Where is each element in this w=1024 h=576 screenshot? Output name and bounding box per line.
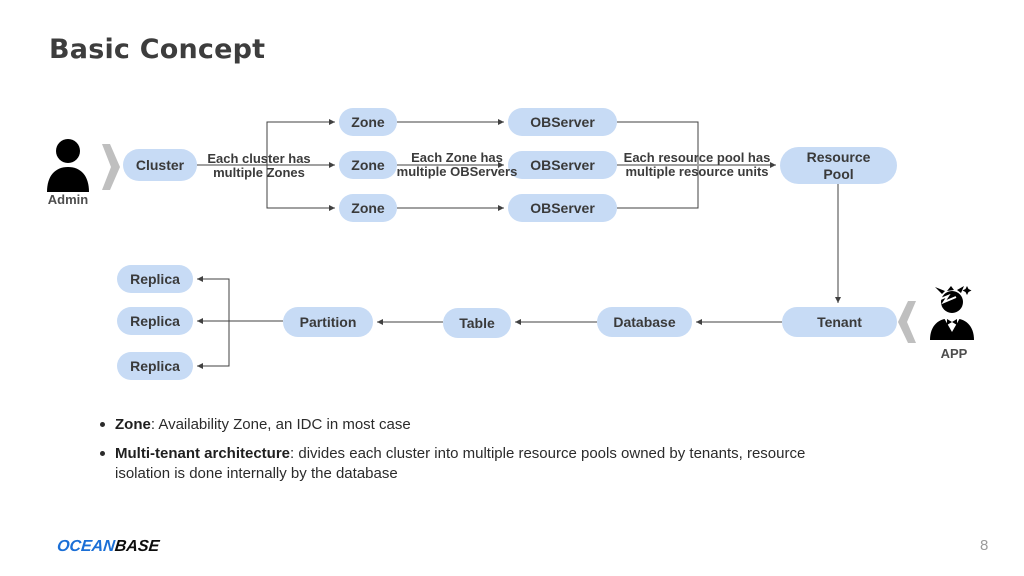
app-label: APP: [940, 346, 968, 361]
node-database: Database: [597, 307, 692, 337]
app-person-icon: [930, 286, 974, 340]
bullet-list: Zone: Availability Zone, an IDC in most …: [100, 415, 840, 493]
node-resource-pool-label: Resource Pool: [806, 148, 871, 182]
bullet-rest: : Availability Zone, an IDC in most case: [150, 416, 411, 433]
node-zone-3: Zone: [339, 194, 397, 222]
bullet-text: Zone: Availability Zone, an IDC in most …: [115, 415, 411, 435]
node-observer-2: OBServer: [508, 151, 617, 179]
edge-label-line: multiple resource units: [625, 164, 769, 179]
node-resource-pool: Resource Pool: [780, 147, 897, 184]
app-arrow-icon: [898, 301, 916, 343]
bullet-term: Zone: [115, 416, 151, 433]
admin-person-icon: [47, 139, 89, 192]
bullet-text: Multi-tenant architecture: divides each …: [115, 444, 840, 484]
node-observer-3: OBServer: [508, 194, 617, 222]
node-zone-2: Zone: [339, 151, 397, 179]
node-cluster: Cluster: [123, 149, 197, 181]
admin-arrow-icon: [102, 144, 120, 190]
oceanbase-logo: OCEANBASE: [56, 538, 160, 556]
node-replica-2: Replica: [117, 307, 193, 335]
edge-label-zone-observers: Each Zone has multiple OBServers: [394, 151, 520, 179]
edge-label-pool-units: Each resource pool has multiple resource…: [618, 151, 776, 179]
node-observer-1: OBServer: [508, 108, 617, 136]
edge-label-line: Each cluster has: [207, 151, 311, 166]
page-title: Basic Concept: [49, 34, 266, 65]
list-item: Zone: Availability Zone, an IDC in most …: [100, 415, 840, 435]
edge-label-cluster-zones: Each cluster has multiple Zones: [197, 152, 321, 180]
logo-text-base: BASE: [113, 538, 161, 555]
bullet-dot-icon: [100, 451, 105, 456]
node-table: Table: [443, 308, 511, 338]
node-partition: Partition: [283, 307, 373, 337]
edge-label-line: Each Zone has: [411, 150, 503, 165]
list-item: Multi-tenant architecture: divides each …: [100, 444, 840, 484]
edge-label-line: Each resource pool has: [623, 150, 771, 165]
admin-label: Admin: [47, 192, 89, 207]
bullet-rest: : divides each cluster into multiple res…: [115, 445, 806, 482]
node-replica-3: Replica: [117, 352, 193, 380]
page-number: 8: [980, 537, 989, 554]
bullet-term: Multi-tenant architecture: [115, 445, 291, 462]
bullet-dot-icon: [100, 422, 105, 427]
node-zone-1: Zone: [339, 108, 397, 136]
node-replica-1: Replica: [117, 265, 193, 293]
logo-text-ocean: OCEAN: [56, 538, 116, 555]
edge-label-line: multiple Zones: [213, 165, 305, 180]
edge-label-line: multiple OBServers: [396, 164, 518, 179]
node-tenant: Tenant: [782, 307, 897, 337]
